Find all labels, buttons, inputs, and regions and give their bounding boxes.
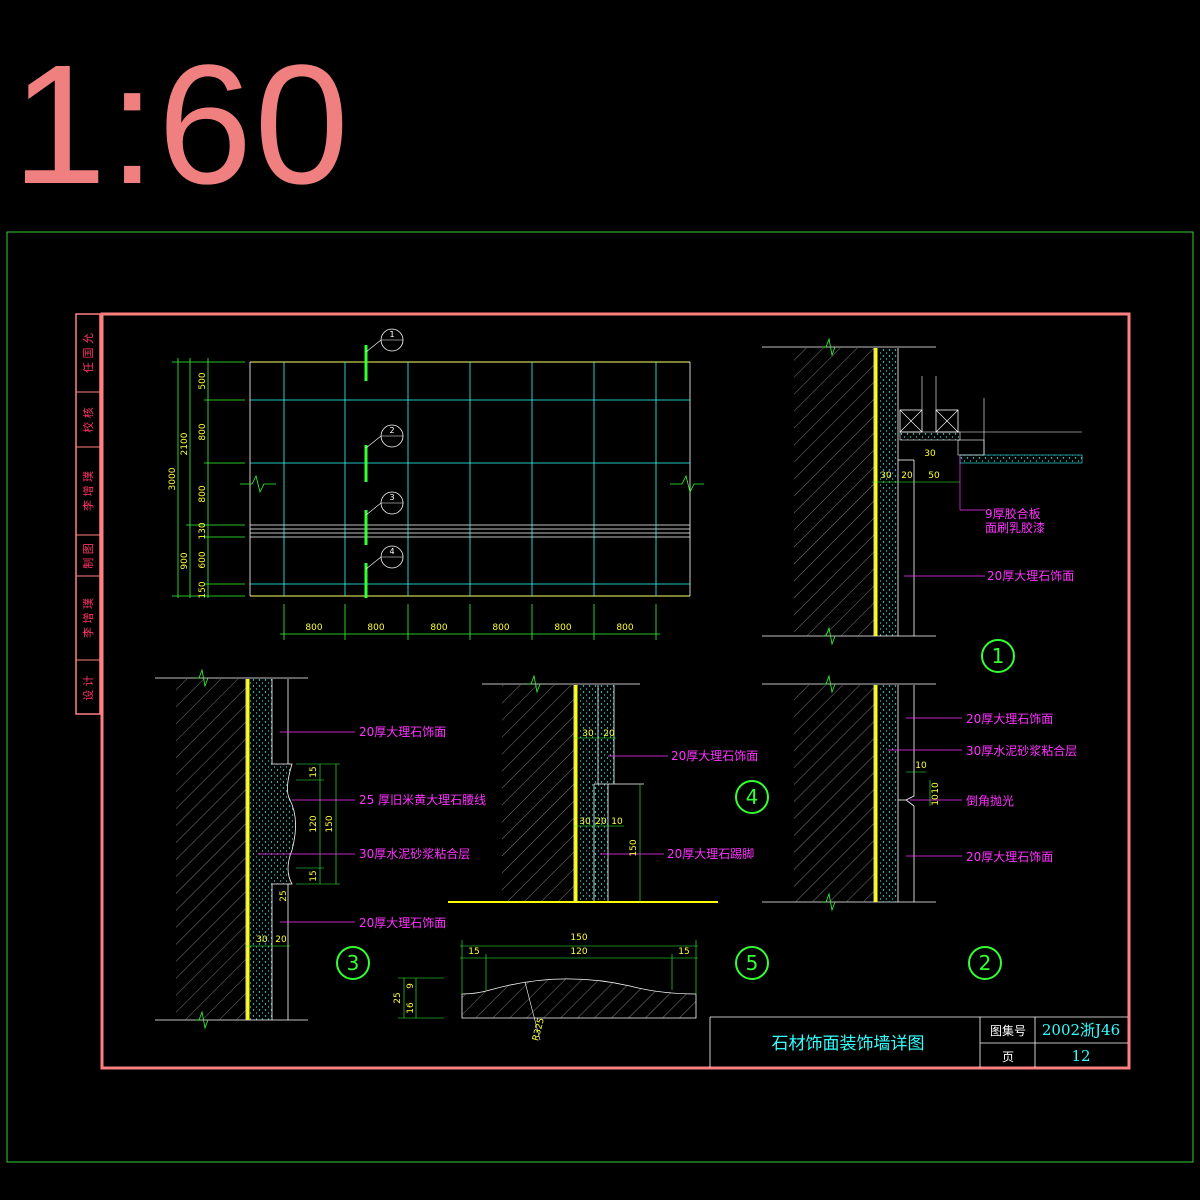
side-strip-designer-name: 李 增 璞 [81, 598, 95, 638]
d5-dim-15b: 15 [678, 947, 689, 957]
svg-text:4: 4 [389, 547, 394, 556]
side-strip-designer: 设 计 [82, 675, 95, 701]
elev-hdim-2: 800 [367, 623, 384, 633]
detail-2-section [762, 674, 962, 912]
d3-label-waistline: 25 厚旧米黄大理石腰线 [359, 793, 486, 807]
d3-dim-150: 150 [325, 815, 335, 832]
detail-3-number: 3 [336, 946, 370, 980]
drawing-title: 石材饰面装饰墙详图 [772, 1034, 925, 1054]
d3-label-marble-bottom: 20厚大理石饰面 [359, 916, 446, 930]
d1-dim-30b: 30 [924, 449, 936, 459]
atlas-value: 2002浙J46 [1042, 1021, 1120, 1039]
d4-dim-30a: 30 [582, 729, 594, 739]
side-strip-drafter: 制 图 [82, 543, 95, 569]
d5-dim-16: 16 [406, 1002, 416, 1014]
d5-dim-15a: 15 [468, 947, 479, 957]
d1-dim-30a: 30 [880, 471, 892, 481]
elev-dim-500: 500 [198, 372, 208, 389]
svg-text:1: 1 [389, 330, 394, 339]
section-marker-2: 2 [365, 424, 404, 449]
d1-dim-50: 50 [928, 471, 940, 481]
scale-label: 1:60 [12, 30, 351, 220]
d2-dim-10c: 10 [931, 794, 941, 806]
detail-4-section [448, 674, 718, 903]
d3-dim-30: 30 [256, 935, 268, 945]
d3-dim-20: 20 [275, 935, 287, 945]
d3-dim-15b: 15 [309, 870, 319, 881]
d1-label-plywood: 9厚胶合板 [985, 506, 1041, 521]
d4-dim-20a: 20 [603, 729, 615, 739]
d5-dim-radius: R325 [531, 1017, 547, 1042]
section-marker-3: 3 [365, 491, 404, 516]
svg-text:1: 1 [992, 644, 1005, 668]
d3-dim-120: 120 [309, 815, 319, 832]
side-strip-drafter-name: 李 增 璞 [81, 471, 95, 511]
d4-label-skirting: 20厚大理石踢脚 [667, 846, 754, 861]
d2-label-chamfer: 倒角抛光 [966, 793, 1014, 808]
outer-frame [6, 231, 1194, 1163]
section-marker-1: 1 [365, 328, 404, 353]
svg-text:3: 3 [347, 951, 360, 975]
section-marker-4: 4 [365, 545, 404, 570]
d4-label-marble: 20厚大理石饰面 [671, 749, 758, 763]
d1-label-marble: 20厚大理石饰面 [987, 569, 1074, 583]
elev-dim-900: 900 [180, 552, 190, 569]
elev-hdim-4: 800 [492, 623, 509, 633]
title-block [709, 1016, 1128, 1068]
detail-4-number: 4 [735, 780, 769, 814]
d2-label-marble-bottom: 20厚大理石饰面 [966, 850, 1053, 864]
d4-dim-20b: 20 [595, 817, 607, 827]
detail-2-number: 2 [968, 946, 1002, 980]
detail-5-section [398, 940, 698, 1041]
detail-5-number: 5 [735, 946, 769, 980]
elev-dim-3000: 3000 [168, 467, 178, 490]
side-strip-checker: 校 核 [81, 407, 95, 433]
elev-dim-150: 150 [198, 581, 208, 598]
detail-3-section [155, 668, 355, 1030]
side-strip-approver: 任 国 允 [81, 333, 95, 373]
elev-hdim-6: 800 [616, 623, 633, 633]
d3-label-mortar: 30厚水泥砂浆粘合层 [359, 846, 470, 861]
detail-1-number: 1 [981, 639, 1015, 673]
elev-hdim-3: 800 [430, 623, 447, 633]
elev-hdim-1: 800 [305, 623, 322, 633]
elev-dim-800a: 800 [198, 423, 208, 440]
d2-dim-10a: 10 [915, 761, 927, 771]
d3-label-marble-top: 20厚大理石饰面 [359, 725, 446, 739]
d5-dim-120: 120 [570, 947, 587, 957]
svg-text:4: 4 [746, 785, 759, 809]
elev-dim-800b: 800 [198, 485, 208, 502]
d4-dim-150: 150 [629, 839, 639, 856]
atlas-label: 图集号 [990, 1023, 1026, 1038]
d3-dim-25: 25 [279, 890, 289, 901]
svg-text:2: 2 [979, 951, 992, 975]
svg-text:2: 2 [389, 426, 394, 435]
page-value: 12 [1071, 1047, 1090, 1065]
elevation-view [172, 345, 704, 640]
svg-text:5: 5 [746, 951, 759, 975]
detail-1-section [762, 337, 1083, 646]
page-label: 页 [1002, 1050, 1014, 1064]
d3-dim-15a: 15 [309, 766, 319, 777]
d5-dim-9: 9 [406, 983, 416, 989]
elev-dim-2100: 2100 [180, 432, 190, 455]
svg-text:3: 3 [389, 493, 394, 502]
d2-label-mortar: 30厚水泥砂浆粘合层 [966, 743, 1077, 758]
d4-dim-30b: 30 [579, 817, 591, 827]
d2-label-marble-top: 20厚大理石饰面 [966, 712, 1053, 726]
d1-label-paint: 面刷乳胶漆 [985, 520, 1045, 535]
d5-dim-150: 150 [570, 933, 587, 943]
elev-hdim-5: 800 [554, 623, 571, 633]
d2-dim-10b: 10 [931, 782, 941, 794]
side-strip [75, 313, 101, 715]
d4-dim-10: 10 [611, 817, 623, 827]
elev-dim-130: 130 [198, 522, 208, 539]
elev-dim-600: 600 [198, 551, 208, 568]
d1-dim-20: 20 [901, 471, 913, 481]
d5-dim-25: 25 [393, 992, 403, 1003]
inner-frame [100, 312, 1131, 1070]
